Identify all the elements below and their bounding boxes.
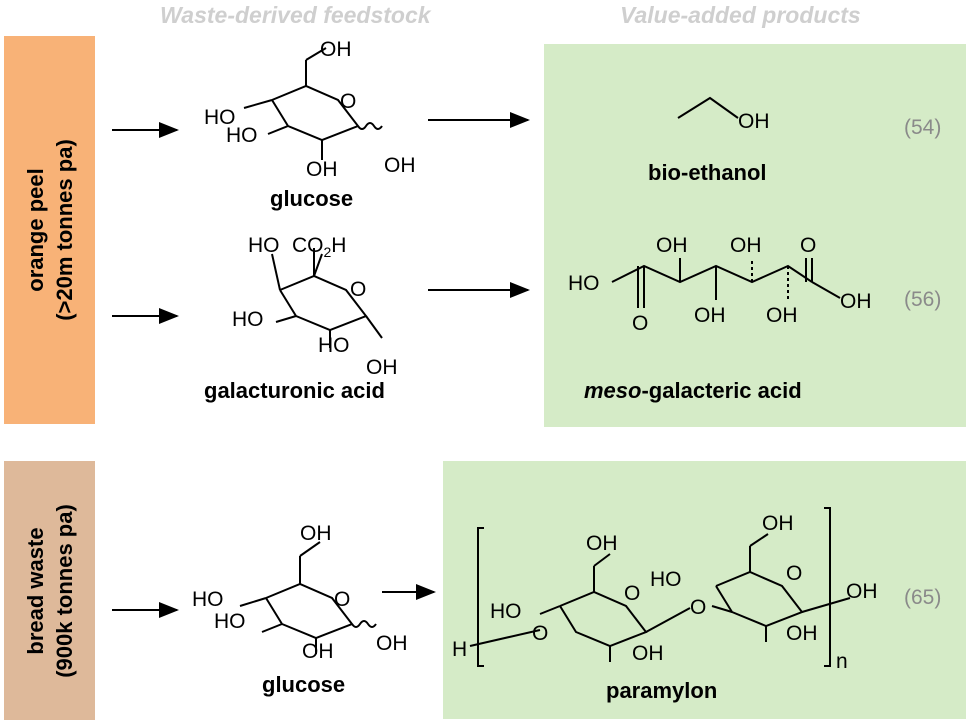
paramylon-ho-left: HO: [490, 600, 522, 623]
glucose-top-oh-ch2: OH: [320, 38, 352, 61]
galacteric-o-left-carbonyl: O: [632, 312, 648, 335]
ethanol-skeleton: [677, 96, 739, 119]
galacturonic-ring-o: O: [350, 278, 366, 301]
galacteric-oh-acid: OH: [840, 290, 872, 313]
paramylon-h-end: H: [452, 638, 467, 661]
galacteric-oh-right-bottom: OH: [766, 304, 798, 327]
glucose-top-ho-c3: HO: [226, 124, 258, 147]
products-header: Value-added products: [620, 2, 861, 28]
galacturonic-co2h: CO2H: [292, 234, 346, 260]
bioethanol-name: bio-ethanol: [648, 160, 767, 185]
glucose-bottom-oh-c2: OH: [302, 640, 334, 663]
bread-waste-panel: bread waste (900k tonnes pa): [4, 461, 95, 720]
galacteric-name-prefix: meso: [584, 378, 642, 403]
glucose-bottom-ring-o: O: [334, 588, 350, 611]
paramylon-oh-ring2-c2: OH: [786, 622, 818, 645]
glucose-top-oh-c2: OH: [306, 158, 338, 181]
glucose-top-ring: [243, 47, 383, 160]
galacteric-oh-right-top: OH: [730, 234, 762, 257]
glucose-top-ho-c4: HO: [204, 106, 236, 129]
glucose-bottom-ho-c4: HO: [192, 588, 224, 611]
glucose-bottom-ring: [239, 541, 377, 654]
galacteric-name: meso-galacteric acid: [584, 378, 802, 404]
galacturonic-ho-c2: HO: [318, 334, 350, 357]
galacturonic-ho-top: HO: [248, 234, 280, 257]
bread-products-box: [443, 461, 966, 719]
paramylon-ho-ring2: HO: [650, 568, 682, 591]
bioethanol-ref: (54): [904, 116, 942, 139]
galacteric-o-right-carbonyl: O: [800, 234, 816, 257]
paramylon-oh-ring1-ch2: OH: [586, 532, 618, 555]
galacturonic-ho-c3: HO: [232, 308, 264, 331]
ethanol-oh: OH: [738, 110, 770, 133]
glucose-top-oh-c1: OH: [384, 154, 416, 177]
glucose-bottom-oh-ch2: OH: [300, 522, 332, 545]
paramylon-oh-end: OH: [846, 580, 878, 603]
glucose-top-ring-o: O: [340, 90, 356, 113]
paramylon-o-link-left: O: [532, 622, 548, 645]
paramylon-ring2-o: O: [786, 562, 802, 585]
galacturonic-oh-c1: OH: [366, 356, 398, 379]
galacteric-oh-left-bottom: OH: [694, 304, 726, 327]
galacturonic-ring: [271, 248, 383, 348]
galacteric-ho-acid: HO: [568, 272, 600, 295]
galacteric-ref: (56): [904, 288, 942, 311]
orange-peel-panel: orange peel (>20m tonnes pa): [4, 36, 95, 424]
paramylon-o-glycosidic: O: [690, 596, 706, 619]
paramylon-oh-ring2-ch2: OH: [762, 512, 794, 535]
glucose-top-name: glucose: [270, 186, 354, 211]
galacteric-oh-left-top: OH: [656, 234, 688, 257]
glucose-bottom-name: glucose: [262, 672, 346, 697]
galacturonic-name: galacturonic acid: [204, 378, 385, 403]
galacteric-backbone: [611, 258, 841, 308]
paramylon-ring1-o: O: [624, 582, 640, 605]
glucose-bottom-oh-c1: OH: [376, 632, 408, 655]
paramylon-oh-ring1-c2: OH: [632, 642, 664, 665]
paramylon-ref: (65): [904, 586, 942, 609]
glucose-bottom-ho-c3: HO: [214, 610, 246, 633]
orange-products-box: [544, 44, 966, 427]
paramylon-name: paramylon: [606, 678, 718, 703]
galacteric-name-rest: -galacteric acid: [641, 378, 802, 403]
paramylon-n: n: [836, 650, 848, 673]
paramylon-skeleton: [469, 507, 851, 667]
feedstock-header: Waste-derived feedstock: [160, 2, 431, 28]
